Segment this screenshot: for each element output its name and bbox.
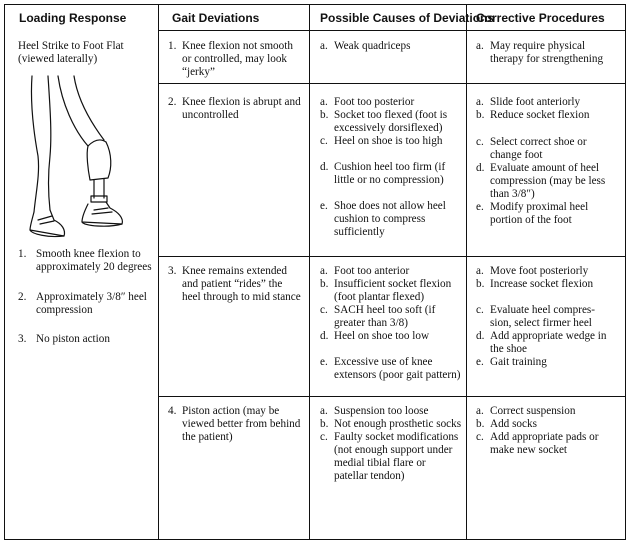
left-point-1: 1. Smooth knee flexion to approximately … xyxy=(18,248,152,273)
row-divider-1 xyxy=(158,83,626,84)
corrections-2: a.Slide foot anteriorly b.Reduce socket … xyxy=(476,96,622,227)
corrections-3: a.Move foot posteriorly b.Increase socke… xyxy=(476,265,622,369)
cause-2a: a.Foot too posterior xyxy=(320,96,415,108)
row-divider-2 xyxy=(158,256,626,257)
causes-3: a.Foot too anterior b.Insufficient socke… xyxy=(320,265,462,382)
correction-2b: b.Reduce socket flexion xyxy=(476,109,590,121)
cause-2c: c.Heel on shoe is too high xyxy=(320,135,443,147)
header-corrective-procedures: Corrective Procedures xyxy=(476,11,605,25)
correction-4a: a.Correct suspension xyxy=(476,405,576,417)
cause-4c: c.Faulty socket modifications(not enough… xyxy=(320,431,459,482)
column-divider-2 xyxy=(309,4,310,540)
prosthetic-leg-illustration xyxy=(29,75,123,238)
header-divider xyxy=(158,30,626,31)
cause-3d: d.Heel on shoe too low xyxy=(320,330,430,342)
column-divider-3 xyxy=(466,4,467,540)
table-frame xyxy=(4,4,626,540)
deviation-3: 3. Knee remains extended and patient “ri… xyxy=(168,265,301,303)
deviation-1: 1. Knee flexion not smooth or controlled… xyxy=(168,40,293,78)
cause-4a: a.Suspension too loose xyxy=(320,405,429,417)
corrections-4: a.Correct suspension b.Add socks c.Add a… xyxy=(476,405,622,457)
cause-4b: b.Not enough prosthetic socks xyxy=(320,418,462,430)
causes-4: a.Suspension too loose b.Not enough pros… xyxy=(320,405,462,483)
header-possible-causes: Possible Causes of Deviations xyxy=(320,11,495,25)
correction-3b: b.Increase socket flexion xyxy=(476,278,594,290)
cause-3a: a.Foot too anterior xyxy=(320,265,410,277)
correction-3c: c.Evaluate heel compres-sion, select fir… xyxy=(476,304,595,329)
deviation-2: 2. Knee flexion is abrupt and uncontroll… xyxy=(168,96,301,121)
causes-1: a.Weak quadriceps xyxy=(320,40,411,52)
left-subtitle-line-2: (viewed laterally) xyxy=(18,53,98,65)
causes-2: a.Foot too posterior b.Socket too flexed… xyxy=(320,96,462,239)
deviation-4: 4. Piston action (may be viewed better f… xyxy=(168,405,301,443)
cause-3b: b.Insufficient socket flexion(foot plant… xyxy=(320,278,452,303)
correction-3e: e.Gait training xyxy=(476,356,547,368)
left-point-2: 2. Approximately 3/8″ heel compression xyxy=(18,291,147,316)
row-divider-3 xyxy=(158,396,626,397)
header-loading-response: Loading Response xyxy=(19,11,127,25)
column-divider-1 xyxy=(158,4,159,540)
left-point-3: 3. No piston action xyxy=(18,333,110,345)
left-subtitle-line-1: Heel Strike to Foot Flat xyxy=(18,40,124,52)
header-gait-deviations: Gait Deviations xyxy=(172,11,260,25)
correction-2a: a.Slide foot anteriorly xyxy=(476,96,581,108)
correction-4b: b.Add socks xyxy=(476,418,537,430)
correction-3a: a.Move foot posteriorly xyxy=(476,265,589,277)
